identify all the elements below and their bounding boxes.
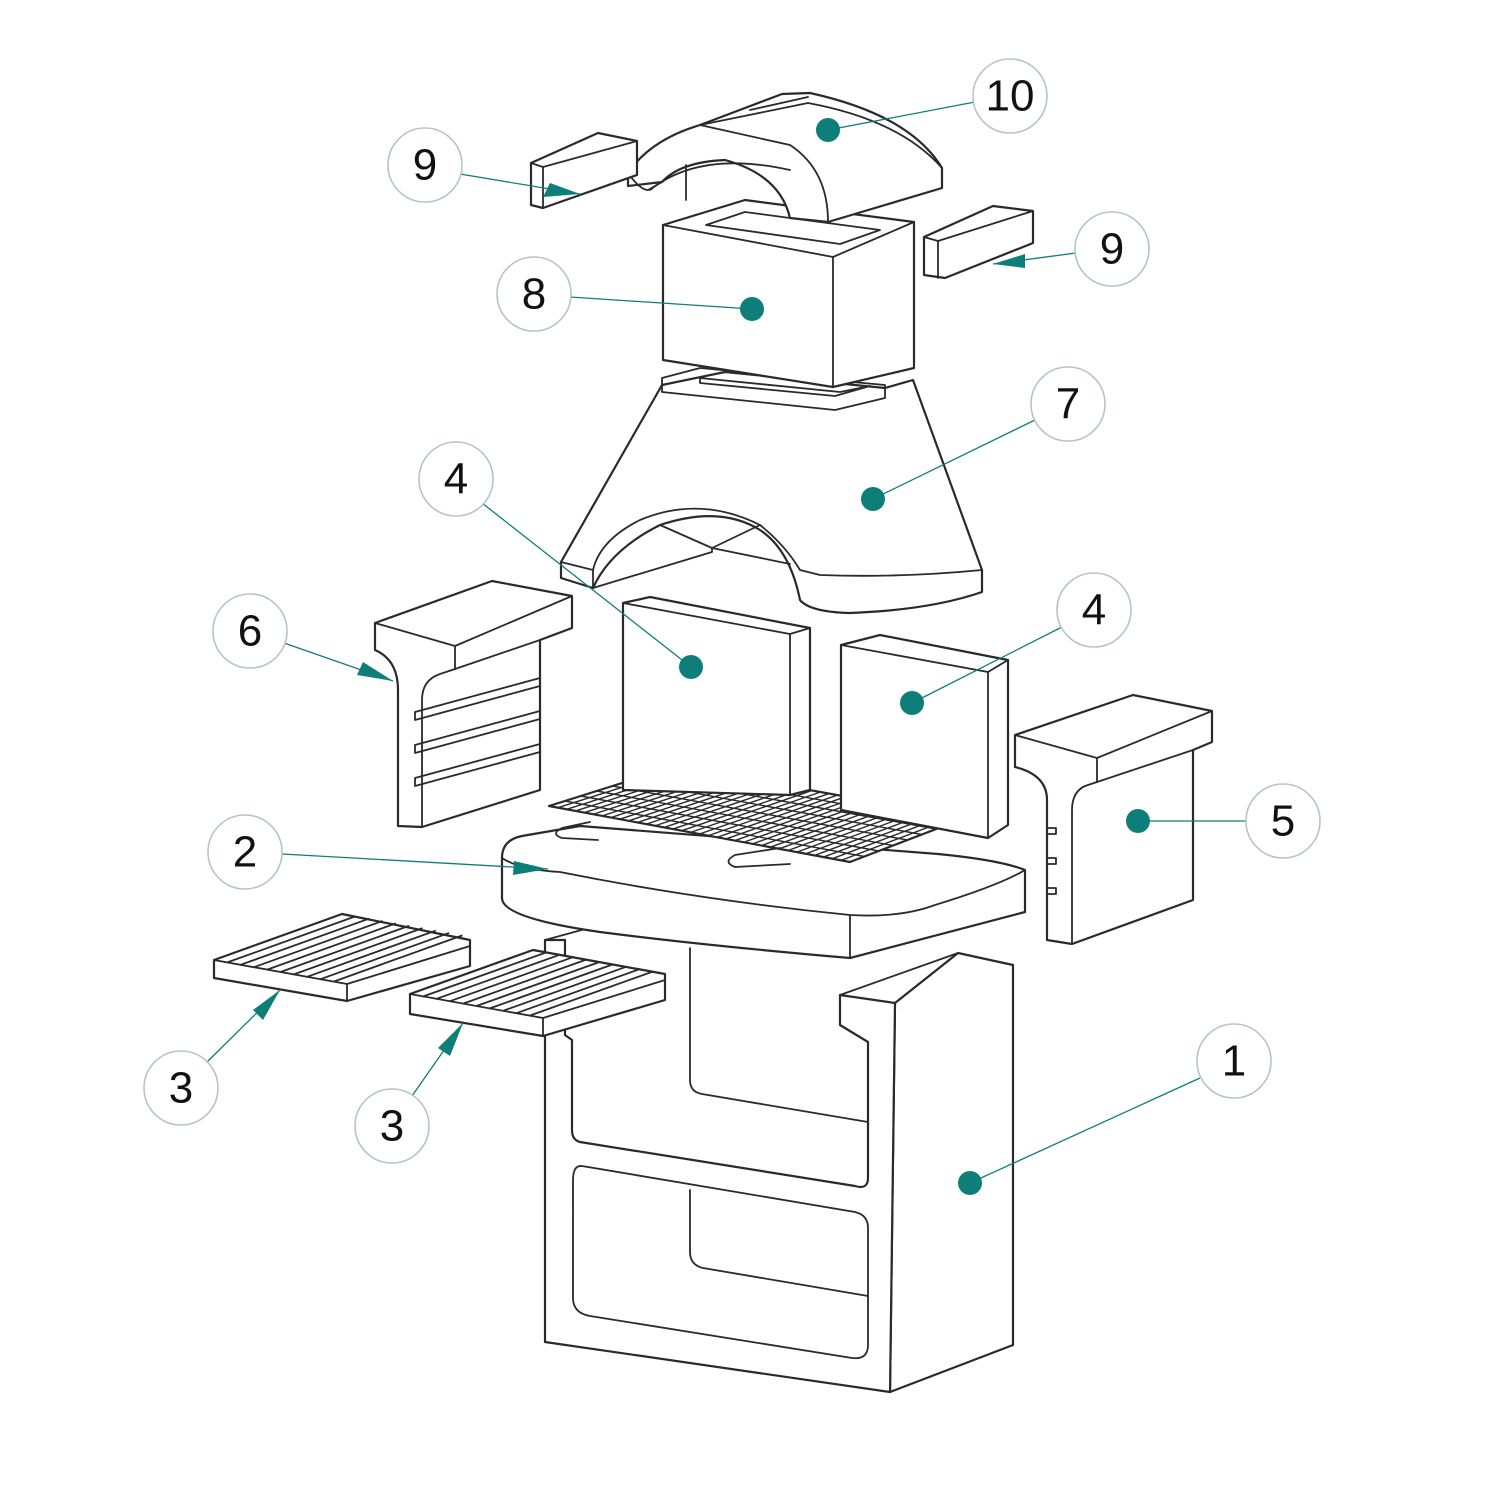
callout-3-left: 3	[143, 989, 281, 1126]
callout-4-back: 4	[418, 441, 703, 679]
callout-8: 8	[496, 256, 764, 332]
arrow-marker	[513, 861, 548, 875]
part-8-chimney	[661, 198, 916, 389]
callout-label-7: 7	[1056, 380, 1080, 429]
hatch-line	[266, 922, 397, 971]
part-9-block-left	[529, 131, 639, 210]
hatch-line	[596, 790, 894, 847]
arrow-marker	[993, 254, 1025, 268]
hatch-line	[306, 929, 437, 978]
hatch-line	[279, 925, 410, 973]
hatch-line	[332, 934, 463, 983]
callout-label-5: 5	[1271, 797, 1295, 846]
callout-7: 7	[861, 366, 1106, 511]
hatch-line	[422, 951, 548, 998]
dot-marker	[679, 655, 703, 679]
hatch-line	[528, 970, 654, 1017]
dot-marker	[900, 691, 924, 715]
dot-marker	[816, 118, 840, 142]
callout-label-8: 8	[522, 270, 546, 319]
callouts: 10 9 9 8 7	[143, 58, 1321, 1195]
callout-5: 5	[1126, 783, 1321, 859]
callout-1: 1	[958, 1023, 1272, 1195]
part-7-hood	[559, 367, 984, 615]
arrow-marker	[357, 662, 393, 681]
callout-9-right: 9	[992, 211, 1150, 287]
hatch-line	[435, 953, 561, 1000]
hatch-line	[612, 785, 908, 841]
dot-marker	[861, 487, 885, 511]
callout-label-9-right: 9	[1100, 225, 1124, 274]
part-4-side-panel	[839, 633, 1010, 840]
arrow-marker	[543, 183, 580, 197]
hatch-line	[515, 968, 641, 1015]
arrow-marker	[253, 990, 280, 1020]
callout-10: 10	[816, 58, 1048, 142]
hatch-line	[488, 963, 614, 1010]
part-3-tray-left	[212, 912, 472, 1003]
hatch-line	[292, 927, 423, 976]
callout-4-side: 4	[900, 572, 1132, 715]
hatch-line	[252, 920, 383, 969]
callout-label-4-back: 4	[444, 455, 468, 504]
callout-9-left: 9	[387, 127, 581, 203]
part-5-right-side	[1013, 693, 1214, 946]
callout-label-3-right: 3	[380, 1102, 404, 1151]
callout-label-10: 10	[986, 72, 1035, 121]
arrow-marker	[438, 1023, 463, 1056]
dot-marker	[740, 297, 764, 321]
part-10-cap	[626, 91, 944, 224]
callout-label-6: 6	[238, 607, 262, 656]
callout-label-3-left: 3	[169, 1064, 193, 1113]
callout-6: 6	[212, 593, 394, 682]
part-2-slab	[500, 824, 1027, 960]
hatch-line	[462, 958, 588, 1005]
hatch-line	[319, 932, 450, 981]
part-6-left-side	[373, 579, 574, 829]
part-9-block-right	[922, 204, 1035, 280]
callout-label-4-side: 4	[1082, 586, 1106, 635]
hatch-line	[580, 795, 879, 852]
part-1-base	[543, 924, 1015, 1394]
hatch-line	[226, 915, 357, 964]
hatch-line	[239, 917, 370, 966]
hatch-line	[564, 800, 865, 858]
hatch-line	[502, 965, 627, 1012]
part-3-tray-right	[408, 948, 667, 1038]
hatch-line	[475, 961, 601, 1007]
dot-marker	[958, 1171, 982, 1195]
callout-3-right: 3	[354, 1022, 464, 1164]
callout-2: 2	[207, 814, 549, 890]
callout-label-2: 2	[233, 828, 257, 877]
dot-marker	[1126, 809, 1150, 833]
part-4-back-panel	[621, 595, 812, 797]
callout-label-9-left: 9	[413, 141, 437, 190]
callout-label-1: 1	[1222, 1037, 1246, 1086]
hatch-line	[448, 956, 574, 1003]
